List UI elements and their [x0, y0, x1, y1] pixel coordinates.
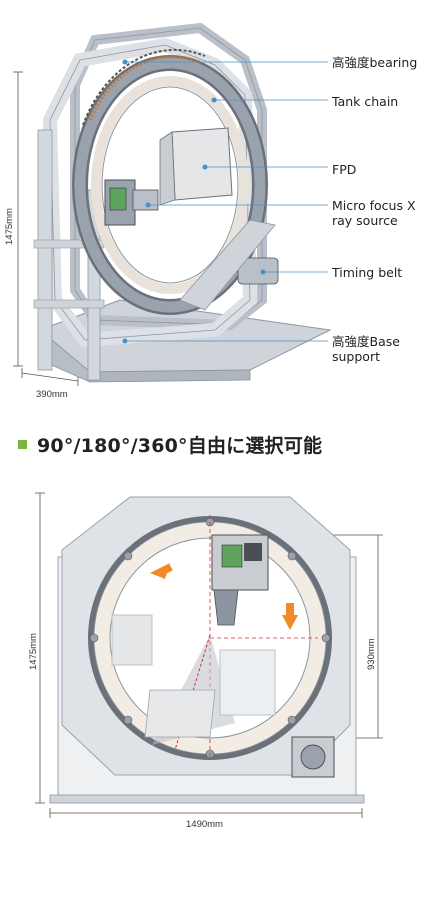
rotation-arrow-left: [150, 563, 170, 579]
rotation-heading: 90°/180°/360°自由に選択可能: [18, 432, 323, 457]
callout-timing-belt: Timing belt: [332, 265, 403, 280]
top-width-dimension-line: [21, 368, 79, 386]
bottom-machine-diagram: 1475mm 930mm 1490mm: [0, 475, 434, 855]
bottom-height-dimension-line: [35, 492, 45, 804]
timing-belt-motor: [237, 257, 279, 285]
callout-tank-chain: Tank chain: [332, 94, 399, 109]
inner-dimension-label: 930mm: [366, 638, 377, 670]
top-machine-diagram: 1475mm 390mm 高強度bearing Tank chain FPD M…: [0, 0, 434, 410]
fpd-panel: [171, 127, 233, 201]
bottom-height-label: 1475mm: [28, 633, 39, 670]
callout-micro-focus-line2: ray source: [332, 213, 398, 228]
callout-fpd: FPD: [332, 162, 357, 177]
top-height-label: 1475mm: [4, 208, 15, 245]
ring-bolts: [89, 517, 331, 759]
callout-base-support-line2: support: [332, 349, 380, 364]
fpd-bottom: [144, 689, 216, 738]
tank-chain-track: [88, 55, 201, 121]
callout-dots: [122, 59, 266, 344]
rotating-ring-inner: [91, 76, 249, 294]
rotation-arrow-right: [282, 615, 298, 630]
bottom-width-dimension-line: [49, 808, 363, 818]
callout-base-support-line1: 高強度Base: [332, 334, 400, 349]
callout-micro-focus-line1: Micro focus X: [332, 198, 416, 213]
heading-bullet: [18, 439, 27, 449]
bottom-width-label: 1490mm: [186, 819, 223, 830]
callout-bearing: 高強度bearing: [332, 55, 418, 70]
heading-text: 90°/180°/360°自由に選択可能: [37, 434, 323, 457]
top-width-label: 390mm: [36, 389, 68, 400]
top-height-dimension-line: [13, 71, 23, 367]
callout-leader-lines: [125, 61, 328, 342]
top-machine-illustration: [13, 22, 332, 386]
front-view-illustration: [35, 492, 383, 818]
